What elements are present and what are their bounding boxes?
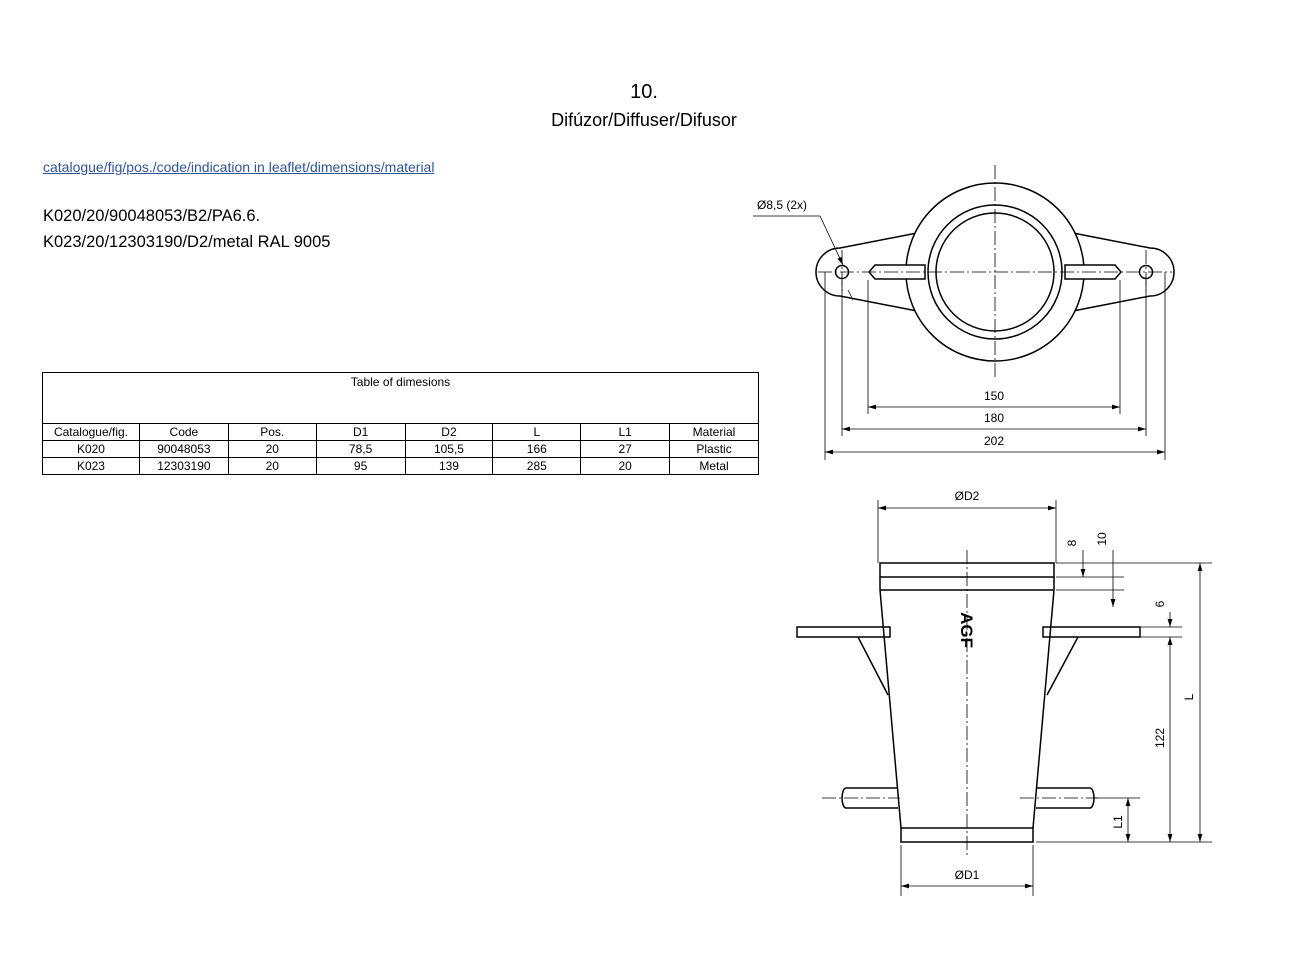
cell: K020 bbox=[42, 440, 140, 458]
dim-d2: ØD2 bbox=[955, 489, 980, 503]
dim-180: 180 bbox=[984, 411, 1004, 425]
cell: 20 bbox=[227, 457, 317, 475]
header-cell: L1 bbox=[580, 423, 671, 441]
cell: K023 bbox=[42, 457, 140, 475]
table-row: K023 12303190 20 95 139 285 20 Metal bbox=[42, 457, 759, 475]
section-number: 10. bbox=[630, 81, 658, 103]
dim-6: 6 bbox=[1153, 600, 1167, 607]
cell: 139 bbox=[404, 457, 494, 475]
header-cell: D2 bbox=[404, 423, 494, 441]
cell: 95 bbox=[315, 457, 406, 475]
dim-202: 202 bbox=[984, 434, 1004, 448]
cell: 12303190 bbox=[138, 457, 229, 475]
dim-122: 122 bbox=[1153, 728, 1167, 748]
cell: 90048053 bbox=[138, 440, 229, 458]
top-view bbox=[753, 165, 1175, 460]
table-caption: Table of dimesions bbox=[42, 372, 759, 424]
agf-logo: AGF bbox=[957, 612, 976, 648]
cell: 20 bbox=[580, 457, 671, 475]
dim-l1: L1 bbox=[1111, 815, 1125, 829]
section-title: Difúzor/Diffuser/Difusor bbox=[551, 110, 737, 130]
legend-link[interactable]: catalogue/fig/pos./code/indication in le… bbox=[43, 159, 435, 175]
dim-150: 150 bbox=[984, 389, 1004, 403]
dim-8: 8 bbox=[1065, 539, 1079, 546]
dim-d1: ØD1 bbox=[955, 868, 980, 882]
cell: 105,5 bbox=[404, 440, 494, 458]
header-cell: Catalogue/fig. bbox=[42, 423, 140, 441]
dim-l: L bbox=[1182, 693, 1196, 700]
header-cell: Code bbox=[138, 423, 229, 441]
product-code-1: K020/20/90048053/B2/PA6.6. bbox=[43, 207, 261, 225]
hole-label: Ø8,5 (2x) bbox=[757, 198, 807, 212]
dimensions-table: Table of dimesions Catalogue/fig. Code P… bbox=[42, 372, 759, 475]
side-view bbox=[796, 500, 1212, 896]
cell: 285 bbox=[492, 457, 582, 475]
product-code-2: K023/20/12303190/D2/metal RAL 9005 bbox=[43, 233, 331, 251]
cell: Metal bbox=[669, 457, 759, 475]
dim-10: 10 bbox=[1095, 532, 1109, 546]
